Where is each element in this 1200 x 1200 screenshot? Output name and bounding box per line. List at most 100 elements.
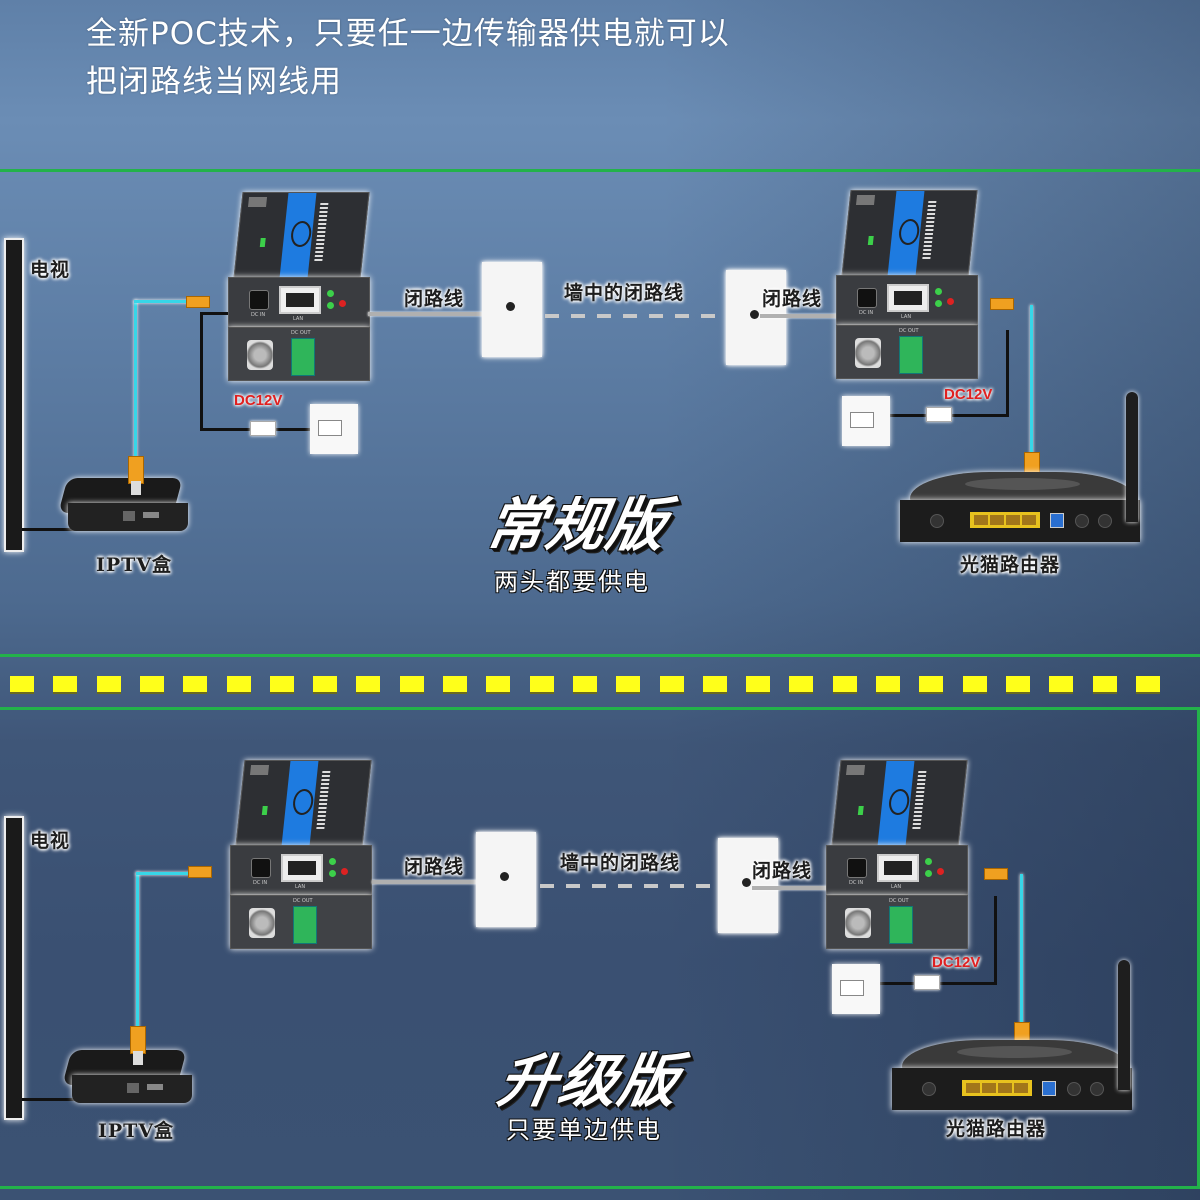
dc-out-label: DC OUT: [293, 898, 313, 904]
tv-icon: [4, 816, 24, 1120]
in-wall-coax-cable: [545, 314, 730, 318]
router-icon: [900, 392, 1150, 562]
divider-dash: [226, 676, 251, 692]
lan-label: LAN: [891, 884, 902, 890]
tv-cable: [22, 1098, 82, 1101]
wall-plate-icon: [476, 832, 536, 927]
dc-out-label: DC OUT: [889, 898, 909, 904]
headline-line-1: 全新POC技术，只要任一边传输器供电就可以: [86, 16, 730, 52]
divider-dash: [1049, 676, 1074, 692]
power-adapter-icon: [250, 421, 276, 436]
divider-dash: [1092, 676, 1117, 692]
network-cable: [1030, 305, 1033, 455]
dc-out-terminal-icon: [291, 338, 315, 376]
rj45-plug-icon: [186, 296, 210, 308]
coax-label-left: 闭路线: [404, 856, 465, 878]
dc-in-label: DC IN: [859, 310, 874, 316]
divider-dash: [1005, 676, 1030, 692]
power-cable: [1006, 330, 1009, 415]
panel-bottom-border: [0, 654, 1200, 657]
panel2-bottom-border: [0, 1186, 1200, 1189]
power-outlet-icon: [842, 396, 890, 446]
power-adapter-icon: [914, 975, 940, 990]
iptv-label: IPTV盒: [98, 1120, 175, 1142]
network-cable: [1020, 874, 1023, 1024]
tv-label: 电视: [30, 830, 71, 852]
divider-dash: [659, 676, 684, 692]
tv-cable: [22, 528, 82, 531]
divider-dash: [702, 676, 727, 692]
divider-dash: [962, 676, 987, 692]
iptv-box-icon: [62, 1050, 192, 1110]
divider-dash: [746, 676, 771, 692]
in-wall-coax-label: 墙中的闭路线: [564, 282, 685, 304]
divider-dash: [269, 676, 294, 692]
coax-cable: [752, 886, 832, 890]
rj45-plug-icon: [130, 1026, 146, 1065]
rj45-plug-icon: [984, 868, 1008, 880]
headline-line-2: 把闭路线当网线用: [86, 64, 342, 100]
router-icon: [892, 960, 1142, 1130]
power-outlet-icon: [310, 404, 358, 454]
divider-dash: [356, 676, 381, 692]
wall-plate-icon: [718, 838, 778, 933]
iptv-label: IPTV盒: [96, 554, 173, 576]
coax-label-right: 闭路线: [762, 288, 823, 310]
lan-label: LAN: [293, 316, 304, 322]
panel-title-upgraded: 升级版: [493, 1047, 686, 1115]
rj45-plug-icon: [128, 456, 144, 495]
divider-dash: [832, 676, 857, 692]
network-cable: [136, 872, 139, 1032]
power-cable: [994, 896, 997, 984]
divider-dash: [486, 676, 511, 692]
panel-title-standard: 常规版: [481, 491, 674, 559]
panel-subtitle-upgraded: 只要单边供电: [506, 1116, 662, 1144]
in-wall-coax-cable: [540, 884, 725, 888]
coax-cable: [760, 314, 840, 318]
tv-label: 电视: [30, 259, 71, 281]
panel2-top-border: [0, 707, 1200, 710]
divider-dash: [616, 676, 641, 692]
dc-in-label: DC IN: [251, 312, 266, 318]
divider-dash: [919, 676, 944, 692]
iptv-box-icon: [58, 478, 188, 538]
dc-in-label: DC IN: [849, 880, 864, 886]
lan-label: LAN: [295, 884, 306, 890]
poc-transmitter-right: DC IN LAN DC OUT: [836, 190, 978, 380]
coax-cable: [372, 880, 502, 884]
network-cable: [134, 300, 194, 303]
dc-out-label: DC OUT: [291, 330, 311, 336]
lan-port-icon: [279, 286, 321, 314]
rj45-plug-icon: [990, 298, 1014, 310]
divider-dash: [1135, 676, 1160, 692]
panel-top-border: [0, 169, 1200, 172]
panel-subtitle-standard: 两头都要供电: [494, 568, 650, 596]
in-wall-coax-label: 墙中的闭路线: [560, 852, 681, 874]
router-label: 光猫路由器: [946, 1118, 1047, 1140]
divider-dash: [529, 676, 554, 692]
divider-dash: [572, 676, 597, 692]
divider-dash: [53, 676, 78, 692]
divider-dash: [96, 676, 121, 692]
power-outlet-icon: [832, 964, 880, 1014]
rj45-plug-icon: [188, 866, 212, 878]
power-label-left: DC12V: [234, 392, 283, 409]
divider-dash: [183, 676, 208, 692]
power-adapter-icon: [926, 407, 952, 422]
network-cable: [134, 300, 137, 460]
divider-dash: [139, 676, 164, 692]
coax-label-right: 闭路线: [752, 860, 813, 882]
dc-in-label: DC IN: [253, 880, 268, 886]
poc-transmitter-left: DC IN LAN DC OUT: [228, 192, 370, 382]
divider-dash: [399, 676, 424, 692]
power-label-right: DC12V: [932, 954, 981, 971]
lan-label: LAN: [901, 314, 912, 320]
poc-transmitter-left: DC IN LAN DC OUT: [230, 760, 372, 950]
wall-plate-icon: [482, 262, 542, 357]
dc-out-label: DC OUT: [899, 328, 919, 334]
divider-dash: [876, 676, 900, 692]
dc-in-port-icon: [249, 290, 269, 310]
power-label-right: DC12V: [944, 386, 993, 403]
divider-dash: [10, 676, 34, 692]
network-cable: [136, 872, 192, 875]
